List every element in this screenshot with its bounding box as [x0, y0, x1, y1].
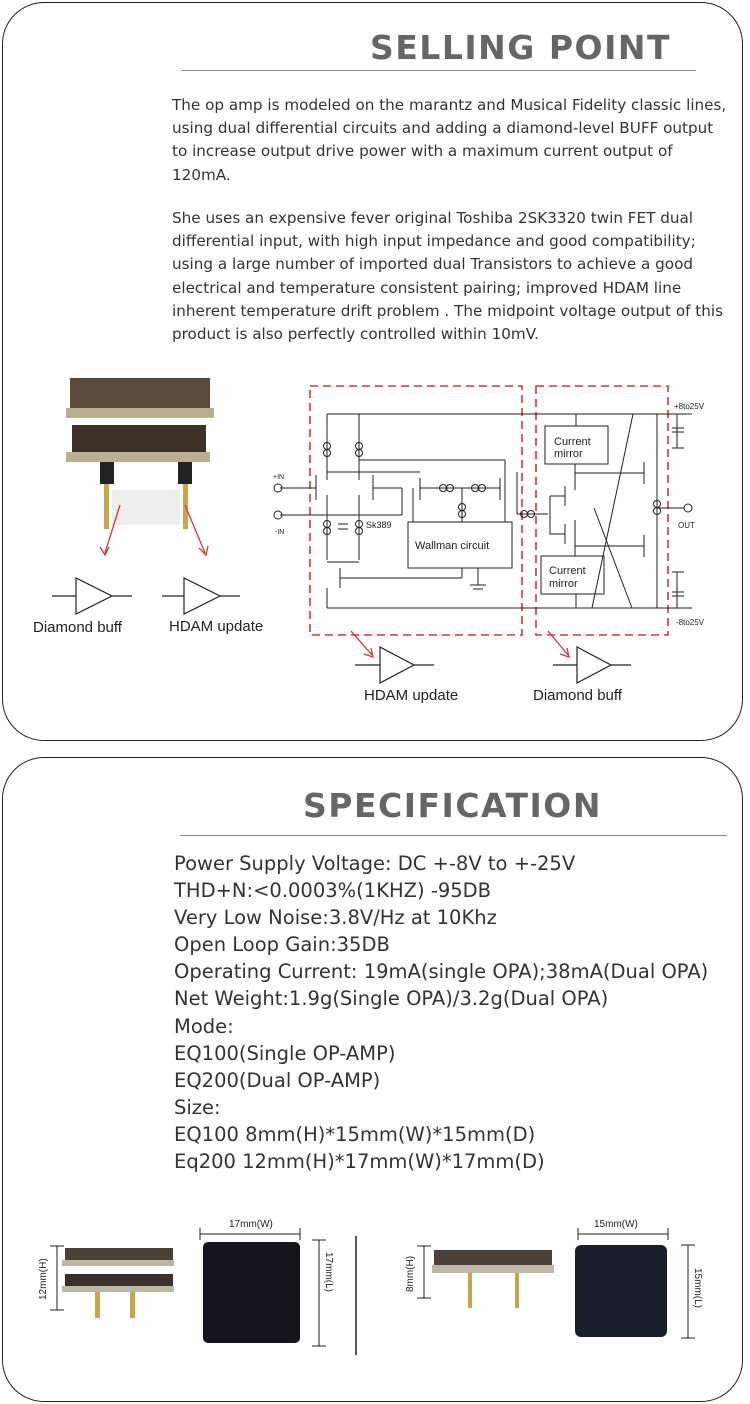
label-hdam-update-left: HDAM update [169, 618, 263, 635]
spec-line: Very Low Noise:3.8V/Hz at 10Khz [174, 906, 497, 930]
single-height-label: 8mm(H) [405, 1256, 416, 1292]
label-diamond-buff-left: Diamond buff [33, 619, 123, 636]
positive-supply-label: +8to25V [674, 402, 705, 411]
label-diamond-buff-bottom: Diamond buff [533, 687, 623, 704]
single-opamp-top-photo [575, 1245, 667, 1337]
spec-line: Open Loop Gain:35DB [174, 933, 390, 957]
spec-line: THD+N:<0.0003%(1KHZ) -95DB [174, 879, 492, 903]
out-label: OUT [678, 521, 695, 530]
spec-line: Mode: [174, 1014, 234, 1038]
spec-line: Eq200 12mm(H)*17mm(W)*17mm(D) [174, 1150, 545, 1174]
single-opamp-side-photo [432, 1250, 554, 1308]
plus-in-label: +IN [273, 474, 284, 481]
buffer-symbol-icon [553, 646, 631, 684]
selling-point-title: SELLING POINT [370, 28, 671, 67]
spec-title-divider [180, 835, 727, 836]
buffer-symbol-icon [162, 577, 240, 615]
current-mirror-top-label-2: mirror [554, 448, 583, 460]
current-mirror-top-label-1: Current [554, 436, 591, 448]
spec-line: EQ200(Dual OP-AMP) [174, 1068, 381, 1092]
current-mirror-bottom-label-1: Current [549, 565, 586, 577]
spec-line: EQ100(Single OP-AMP) [174, 1041, 396, 1065]
paragraph-intro: The op amp is modeled on the marantz and… [172, 96, 727, 184]
dual-height-label: 12mm(H) [38, 1258, 49, 1300]
minus-in-label: -IN [275, 529, 284, 536]
specification-title: SPECIFICATION [303, 786, 602, 825]
single-length-label: 15mm(L) [692, 1268, 703, 1308]
circuit-diagram [273, 385, 693, 636]
spec-line: Operating Current: 19mA(single OPA);38mA… [174, 960, 709, 984]
label-hdam-update-bottom: HDAM update [364, 687, 458, 704]
selling-point-card [2, 2, 743, 741]
current-mirror-bottom-label-2: mirror [549, 578, 578, 590]
buffer-symbol-icon [52, 577, 132, 615]
paragraph-details: She uses an expensive fever original Tos… [172, 209, 724, 344]
spec-line: Size: [174, 1095, 221, 1119]
title-divider [181, 70, 696, 71]
buffer-symbol-icon [355, 646, 434, 684]
sk389-label: Sk389 [366, 520, 392, 530]
opamp-photo [66, 378, 214, 529]
spec-list: Power Supply Voltage: DC +-8V to +-25V T… [174, 850, 708, 1175]
dual-opamp-top-photo [203, 1242, 300, 1343]
wallman-circuit-label: Wallman circuit [415, 540, 489, 552]
spec-line: Net Weight:1.9g(Single OPA)/3.2g(Dual OP… [174, 987, 609, 1011]
single-width-label: 15mm(W) [594, 1219, 638, 1230]
dual-width-label: 17mm(W) [229, 1219, 273, 1230]
spec-line: Power Supply Voltage: DC +-8V to +-25V [174, 852, 576, 875]
spec-line: EQ100 8mm(H)*15mm(W)*15mm(D) [174, 1122, 536, 1146]
dual-opamp-side-photo [62, 1248, 174, 1318]
negative-supply-label: -8to25V [676, 618, 705, 627]
dual-length-label: 17mm(L) [323, 1252, 334, 1292]
